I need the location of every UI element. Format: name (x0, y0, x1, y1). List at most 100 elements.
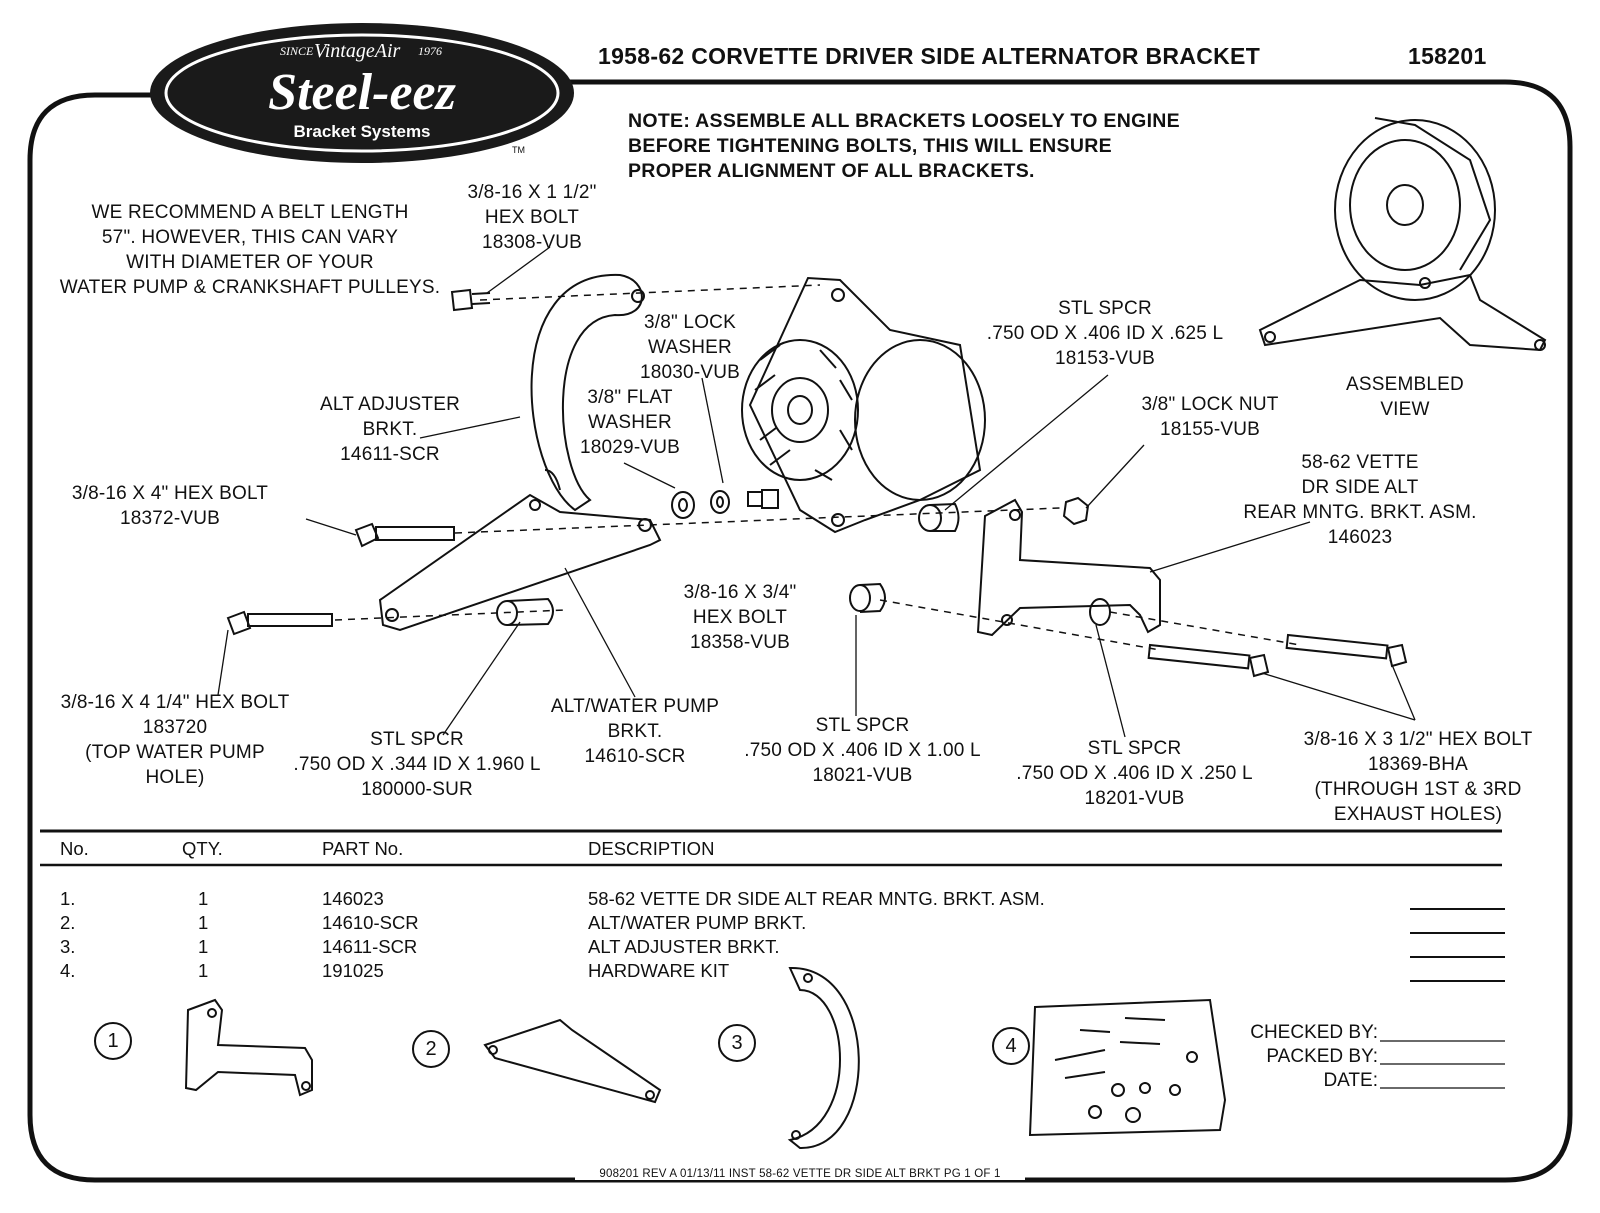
callout-line: 3/8-16 X 1 1/2" (467, 182, 597, 203)
callout-line: 18153-VUB (1054, 348, 1156, 369)
date-label: DATE: (1323, 1070, 1378, 1091)
spacer-180000 (496, 597, 554, 626)
callout-lock-washer: 3/8" LOCK WASHER 18030-VUB (615, 310, 765, 385)
note-line: NOTE: ASSEMBLE ALL BRACKETS LOOSELY TO E… (628, 110, 1180, 132)
callout-line: 183720 (142, 717, 208, 738)
logo-since: SINCE (280, 44, 314, 58)
cell-no: 2. (60, 912, 76, 933)
col-header-no: No. (60, 838, 89, 859)
part-2-drawing (483, 1018, 662, 1104)
callout-line: ALT/WATER PUMP (550, 696, 720, 717)
callout-line: 18029-VUB (579, 437, 681, 458)
callout-line: 18021-VUB (812, 765, 913, 786)
cell-qty: 1 (198, 912, 209, 933)
col-header-qty: QTY. (182, 838, 223, 859)
packed-by-label: PACKED BY: (1266, 1046, 1378, 1067)
cell-part: 146023 (322, 888, 384, 909)
item-number-1: 1 (94, 1022, 132, 1060)
logo-sub: Bracket Systems (293, 122, 430, 141)
callout-line: 18372-VUB (119, 508, 221, 529)
callout-line: BRKT. (362, 419, 418, 440)
callout-line: 3/8-16 X 3/4" (683, 582, 797, 603)
callout-line: 3/8" LOCK (644, 312, 736, 333)
bolt-18358 (747, 489, 779, 509)
cell-desc: ALT ADJUSTER BRKT. (588, 936, 780, 957)
cell-qty: 1 (198, 936, 209, 957)
bolt-18372 (354, 522, 455, 548)
footer-revision: 908201 REV A 01/13/11 INST 58-62 VETTE D… (575, 1168, 1025, 1180)
lock-nut (1062, 496, 1090, 526)
check-lines (1410, 908, 1505, 982)
callout-line: STL SPCR (1087, 738, 1182, 759)
callout-line: 14610-SCR (584, 746, 686, 767)
callout-line: 3/8" FLAT (587, 387, 673, 408)
adjuster-bracket (530, 273, 643, 512)
part-3-drawing (787, 966, 860, 1150)
callout-line: .750 OD X .406 ID X .625 L (986, 323, 1224, 344)
callout-line: WASHER (648, 337, 732, 358)
cell-part: 14611-SCR (322, 936, 418, 957)
cell-no: 3. (60, 936, 76, 957)
rear-mount-bracket (976, 498, 1161, 637)
callout-line: .750 OD X .406 ID X .250 L (1016, 763, 1253, 784)
callout-line: 14611-SCR (340, 444, 440, 465)
callout-line: REAR MNTG. BRKT. ASM. (1243, 502, 1477, 523)
callout-line: 18358-VUB (689, 632, 791, 653)
bolt-183720 (226, 610, 333, 636)
bolt-18369-b (1285, 633, 1408, 668)
item-number-4: 4 (992, 1027, 1030, 1065)
logo-brand: VintageAir (314, 40, 400, 62)
recommend-line: WE RECOMMEND A BELT LENGTH (91, 202, 409, 223)
lock-washer (710, 490, 730, 514)
logo: SINCE VintageAir 1976 Steel-eez Bracket … (150, 23, 574, 163)
callout-line: 18308-VUB (481, 232, 583, 253)
cell-qty: 1 (198, 960, 209, 981)
cell-part: 14610-SCR (322, 912, 419, 933)
callout-line: 18369-BHA (1367, 754, 1469, 775)
signature-lines (1380, 1040, 1505, 1089)
callout-line: 3/8-16 X 4 1/4" HEX BOLT (60, 692, 290, 713)
callout-line: WASHER (588, 412, 672, 433)
callout-spacer-18153: STL SPCR .750 OD X .406 ID X .625 L 1815… (965, 296, 1245, 371)
callout-line: .750 OD X .344 ID X 1.960 L (293, 754, 541, 775)
assembly-note: NOTE: ASSEMBLE ALL BRACKETS LOOSELY TO E… (628, 109, 1180, 184)
logo-year: 1976 (418, 44, 442, 58)
col-header-description: DESCRIPTION (588, 838, 715, 859)
callout-line: 58-62 VETTE (1301, 452, 1419, 473)
callout-bolt-18369: 3/8-16 X 3 1/2" HEX BOLT 18369-BHA (THRO… (1283, 727, 1553, 827)
callout-line: 18155-VUB (1159, 419, 1261, 440)
callout-line: HEX BOLT (692, 607, 788, 628)
alternator (741, 276, 986, 534)
callout-line: 18201-VUB (1084, 788, 1185, 809)
callout-flat-washer: 3/8" FLAT WASHER 18029-VUB (560, 385, 700, 460)
callout-line: 180000-SUR (361, 779, 473, 800)
sheet-part-number: 158201 (1408, 43, 1487, 69)
cell-desc: ALT/WATER PUMP BRKT. (588, 912, 807, 933)
callout-adjuster-bracket: ALT ADJUSTER BRKT. 14611-SCR (305, 392, 475, 467)
callout-line: ALT ADJUSTER (319, 394, 460, 415)
callout-line: ASSEMBLED (1346, 374, 1464, 395)
callout-line: 3/8" LOCK NUT (1141, 394, 1279, 415)
cell-desc: HARDWARE KIT (588, 960, 730, 981)
item-number-2: 2 (412, 1030, 450, 1068)
callout-bolt-18358: 3/8-16 X 3/4" HEX BOLT 18358-VUB (660, 580, 820, 655)
callout-line: (THROUGH 1ST & 3RD (1314, 779, 1522, 800)
callout-line: 146023 (1327, 527, 1393, 548)
callout-line: HOLE) (145, 767, 205, 788)
cell-no: 1. (60, 888, 76, 909)
callout-line: 3/8-16 X 3 1/2" HEX BOLT (1303, 729, 1533, 750)
callout-spacer-180000: STL SPCR .750 OD X .344 ID X 1.960 L 180… (272, 727, 562, 802)
leader-lines (217, 246, 1416, 738)
bolt-18308 (450, 288, 491, 312)
callout-line: STL SPCR (815, 715, 910, 736)
callout-lock-nut: 3/8" LOCK NUT 18155-VUB (1120, 392, 1300, 442)
callout-line: STL SPCR (1058, 298, 1152, 319)
callout-line: DR SIDE ALT (1301, 477, 1419, 498)
callout-bolt-18372: 3/8-16 X 4" HEX BOLT 18372-VUB (55, 481, 285, 531)
checked-by-label: CHECKED BY: (1250, 1022, 1378, 1043)
cell-qty: 1 (198, 888, 209, 909)
callout-line: (TOP WATER PUMP (85, 742, 265, 763)
callout-line: .750 OD X .406 ID X 1.00 L (744, 740, 981, 761)
callout-line: 18030-VUB (639, 362, 741, 383)
callout-line: 3/8-16 X 4" HEX BOLT (71, 483, 269, 504)
